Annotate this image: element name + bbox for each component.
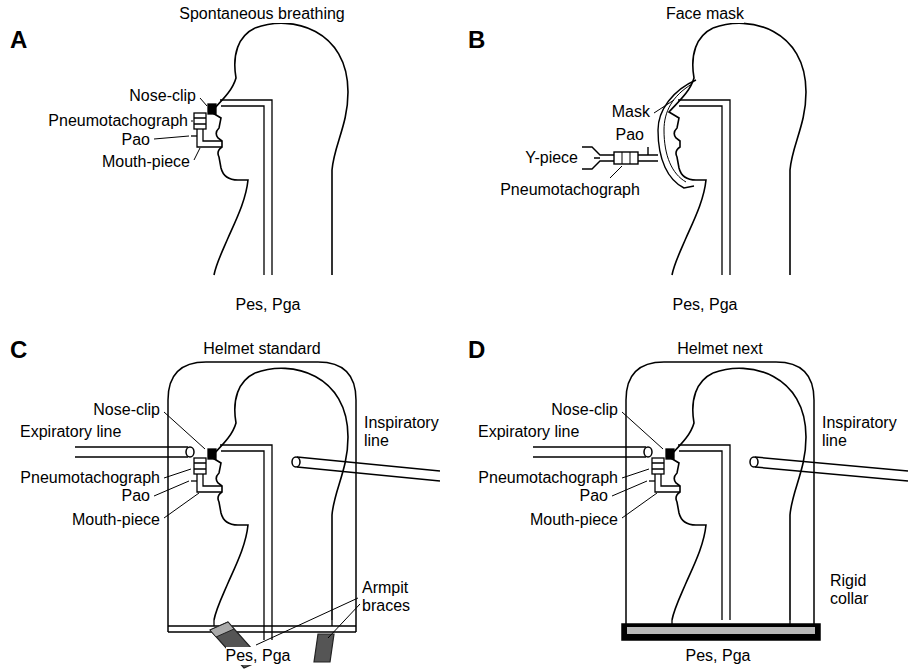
armpit-brace <box>314 634 334 662</box>
panel-letter: A <box>10 26 27 54</box>
panel-title: Helmet standard <box>203 340 320 358</box>
helmet-ring <box>168 626 356 632</box>
head <box>211 368 348 620</box>
measuring-rig <box>191 104 222 147</box>
face-mask-rim <box>664 84 692 182</box>
helmet <box>168 362 356 632</box>
head <box>669 368 806 620</box>
panel-letter: D <box>468 336 485 364</box>
part-label: Nose-clip <box>93 401 160 419</box>
part-label: Mouth-piece <box>72 511 160 529</box>
measuring-rig <box>191 449 222 492</box>
part-label: Expiratory line <box>478 423 579 441</box>
pneumotachograph-mesh <box>622 152 630 164</box>
leader-line <box>610 166 622 178</box>
panel-title: Helmet next <box>677 340 762 358</box>
tube-opening <box>186 447 194 457</box>
tube-opening <box>644 447 652 457</box>
pao-port <box>647 147 648 155</box>
panel-title: Spontaneous breathing <box>179 5 344 23</box>
part-label: Expiratory line <box>20 423 121 441</box>
part-label: Armpit braces <box>362 579 432 616</box>
signal-label: Pes, Pga <box>236 296 301 314</box>
pneumotachograph <box>614 152 638 164</box>
part-label: Nose-clip <box>129 87 196 105</box>
tube-opening <box>750 457 758 467</box>
helmet <box>626 362 814 624</box>
y-piece <box>582 147 614 169</box>
inspiratory-tube <box>297 457 440 481</box>
leader-lines <box>154 412 360 645</box>
part-label: Inspiratory line <box>364 414 454 451</box>
part-label: Mask <box>612 103 650 121</box>
part-label: Nose-clip <box>551 401 618 419</box>
rigid-collar <box>622 624 820 640</box>
face-mask <box>658 80 696 188</box>
part-label: Rigid collar <box>830 572 890 609</box>
part-label: Mouth-piece <box>530 511 618 529</box>
leader-line <box>654 100 674 113</box>
expiratory-tube <box>75 447 188 457</box>
measuring-rig <box>649 449 680 492</box>
signal-label: Pao <box>122 131 150 149</box>
signal-label: Pao <box>122 487 150 505</box>
part-label: Pneumotachograph <box>500 181 640 199</box>
signal-label: Pes, Pga <box>673 296 738 314</box>
panel-title: Face mask <box>666 5 744 23</box>
panel-letter: B <box>468 26 485 54</box>
part-label: Pneumotachograph <box>48 112 188 130</box>
signal-label: Pes, Pga <box>686 647 751 665</box>
panel-letter: C <box>10 336 27 364</box>
inspiratory-tube <box>755 457 908 481</box>
head <box>211 23 348 275</box>
signal-label: Pao <box>580 487 608 505</box>
tube-opening <box>292 457 300 467</box>
part-label: Mouth-piece <box>102 153 190 171</box>
part-label: Inspiratory line <box>822 414 912 451</box>
rigid-collar-inner <box>627 627 815 634</box>
connector-tube <box>638 155 658 161</box>
part-label: Pneumotachograph <box>20 469 160 487</box>
part-label: Y-piece <box>525 149 578 167</box>
signal-label: Pes, Pga <box>226 647 291 665</box>
expiratory-tube <box>533 447 646 457</box>
head <box>669 23 806 275</box>
leader-lines <box>612 412 663 518</box>
armpit-brace-pad <box>210 622 234 637</box>
signal-label: Pao <box>616 126 644 144</box>
part-label: Pneumotachograph <box>478 469 618 487</box>
